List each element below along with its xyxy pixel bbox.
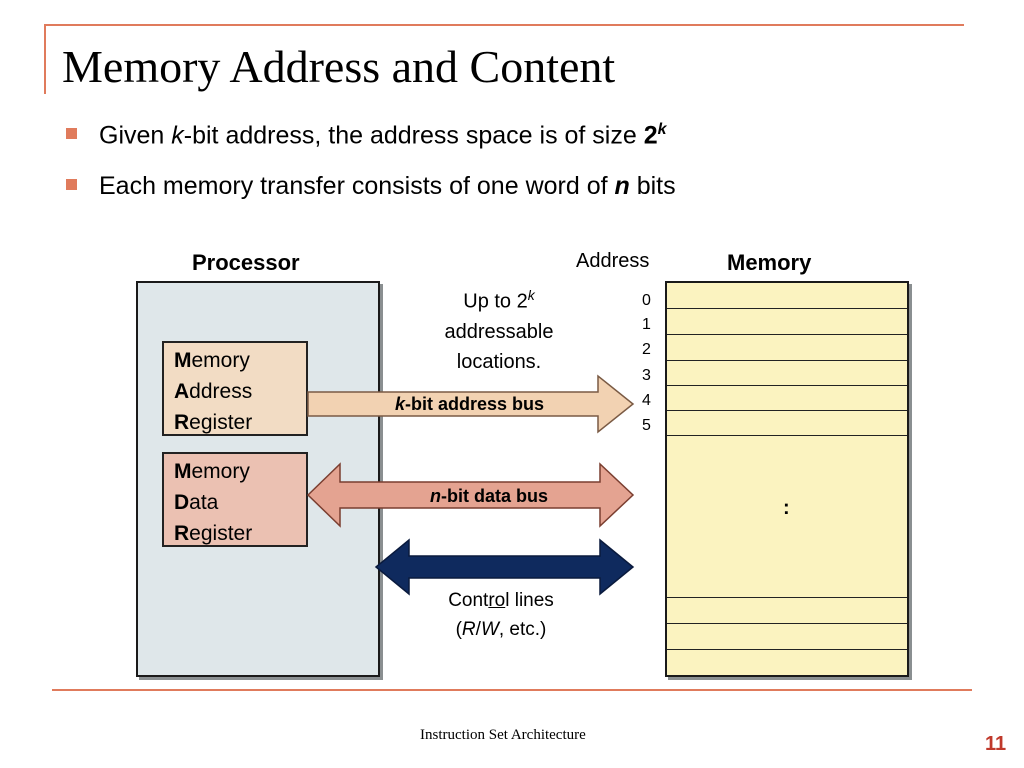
bullet-square-icon <box>66 178 77 190</box>
memory-cell-divider <box>667 410 907 411</box>
footer-text: Instruction Set Architecture <box>420 727 586 743</box>
memory-cell-divider <box>667 308 907 309</box>
address-5: 5 <box>642 417 651 434</box>
memory-box: : <box>665 281 909 677</box>
memory-address-register: Memory Address Register <box>162 341 308 436</box>
memory-ellipsis: : <box>783 497 790 519</box>
address-bus-arrow <box>307 374 635 434</box>
memory-label: Memory <box>727 250 812 275</box>
address-0: 0 <box>642 292 651 309</box>
bottom-rule <box>52 689 972 691</box>
slide-title: Memory Address and Content <box>62 41 616 92</box>
address-1: 1 <box>642 316 651 333</box>
address-3: 3 <box>642 367 651 384</box>
address-4: 4 <box>642 392 651 409</box>
memory-cell-divider <box>667 385 907 386</box>
data-bus-arrow <box>306 462 635 528</box>
memory-cell-divider <box>667 597 907 598</box>
memory-cell-divider <box>667 334 907 335</box>
memory-cell-divider <box>667 623 907 624</box>
address-label: Address <box>576 250 650 272</box>
data-bus-label: n-bit data bus <box>430 486 548 506</box>
left-rule <box>44 24 46 94</box>
top-rule <box>44 24 964 26</box>
address-bus-label: k-bit address bus <box>395 394 545 414</box>
control-lines-label: Control lines (R/W, etc.) <box>448 590 554 640</box>
address-2: 2 <box>642 341 651 358</box>
bullet-1: Given k-bit address, the address space i… <box>66 121 667 150</box>
memory-cell-divider <box>667 360 907 361</box>
bullet-2: Each memory transfer consists of one wor… <box>66 172 676 201</box>
bullet-square-icon <box>66 128 77 140</box>
processor-label: Processor <box>192 250 300 275</box>
memory-cell-divider <box>667 649 907 650</box>
memory-cell-divider <box>667 435 907 436</box>
control-bus-arrow <box>374 538 635 596</box>
page-number: 11 <box>985 733 1007 755</box>
addressable-locations-note: Up to 2k addressable locations. <box>444 287 554 373</box>
memory-data-register: Memory Data Register <box>162 452 308 547</box>
